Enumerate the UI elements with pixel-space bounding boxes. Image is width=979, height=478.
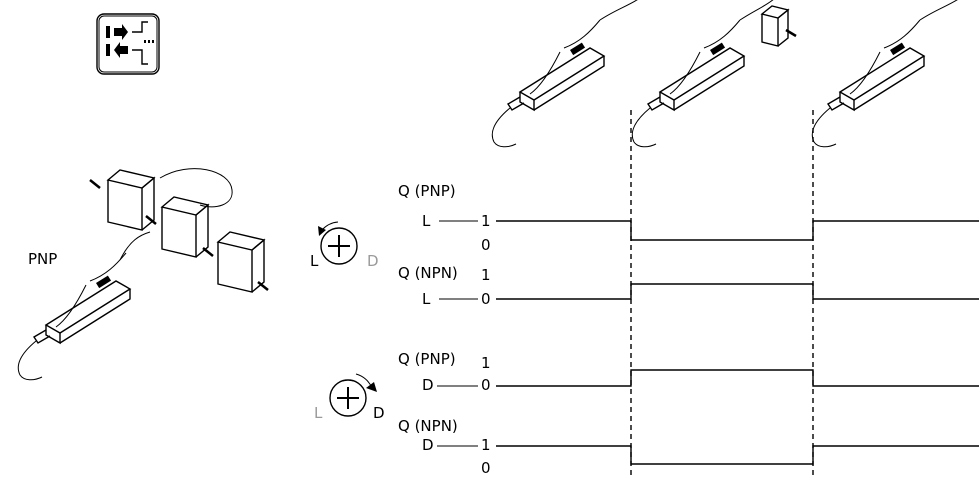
- object-box-icon: [760, 5, 797, 47]
- rotary-dark-left: L: [314, 404, 323, 422]
- rotary-light-right: D: [367, 252, 379, 270]
- channel-prefix: L: [422, 290, 431, 308]
- channel-prefix: L: [422, 212, 431, 230]
- channel-title: Q (PNP): [398, 350, 456, 368]
- fiber-amplifier-icon: [491, 0, 638, 148]
- channel-title: Q (NPN): [398, 417, 458, 435]
- level-bottom: 0: [481, 236, 491, 254]
- level-bottom: 0: [481, 290, 491, 308]
- signal-trace: [496, 445, 979, 465]
- signal-trace: [496, 369, 979, 387]
- level-bottom: 0: [481, 376, 491, 394]
- signal-trace: [496, 283, 979, 300]
- object-box-icon: [89, 168, 269, 293]
- level-bottom: 0: [481, 459, 491, 477]
- rotary-dark-right: D: [373, 404, 385, 422]
- mode-symbol-icon: [96, 13, 160, 75]
- potentiometer-icon: [329, 373, 377, 417]
- channel-title: Q (PNP): [398, 182, 456, 200]
- level-top: 1: [481, 436, 491, 454]
- rotary-light-left: L: [310, 252, 319, 270]
- fiber-amplifier-icon: [811, 0, 958, 148]
- signal-trace: [496, 220, 979, 241]
- fiber-amplifier-icon: [17, 252, 131, 381]
- level-top: 1: [481, 212, 491, 230]
- potentiometer-icon: [318, 221, 358, 265]
- level-top: 1: [481, 266, 491, 284]
- channel-prefix: D: [422, 376, 434, 394]
- channel-prefix: D: [422, 436, 434, 454]
- side-label-pnp: PNP: [28, 250, 57, 268]
- channel-title: Q (NPN): [398, 264, 458, 282]
- level-top: 1: [481, 354, 491, 372]
- fiber-amplifier-icon: [631, 0, 774, 148]
